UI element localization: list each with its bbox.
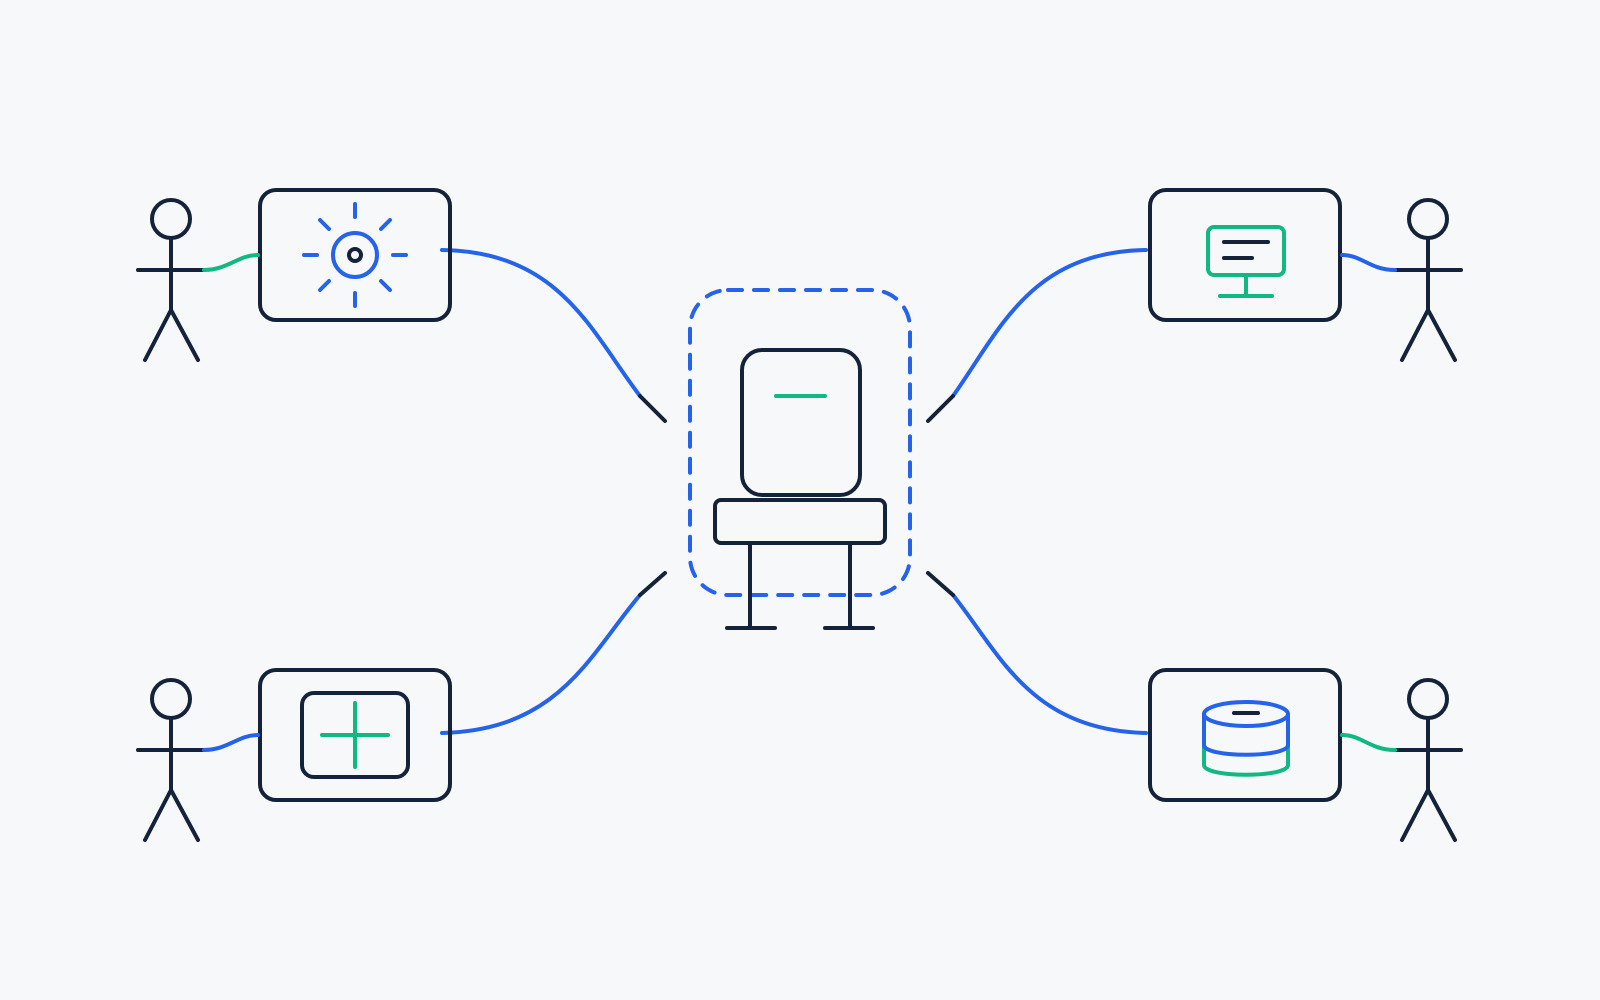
person-icon [1395,680,1461,840]
sun-settings-icon [304,204,406,306]
connector-bottom-left [442,595,640,733]
connector-top-right-end [928,396,953,421]
connector-top-left-end [640,396,665,421]
chair-icon [715,350,885,628]
connector-top-left [442,250,640,396]
database-icon [1204,702,1288,775]
connector-bottom-left-end [640,573,665,595]
person-icon [1395,200,1461,360]
link-actor-bottom-left [204,735,258,750]
monitor-icon [1208,227,1284,296]
connector-bottom-right-end [928,573,953,595]
link-actor-top-left [204,255,258,270]
add-square-icon [302,693,408,777]
module-bottom-right [1150,670,1340,800]
person-icon [138,200,204,360]
connector-top-right [953,250,1146,396]
link-actor-top-right [1342,255,1395,270]
center-dashed-frame [690,290,910,595]
connector-bottom-right [953,595,1146,733]
person-icon [138,680,204,840]
link-actor-bottom-right [1342,735,1395,750]
